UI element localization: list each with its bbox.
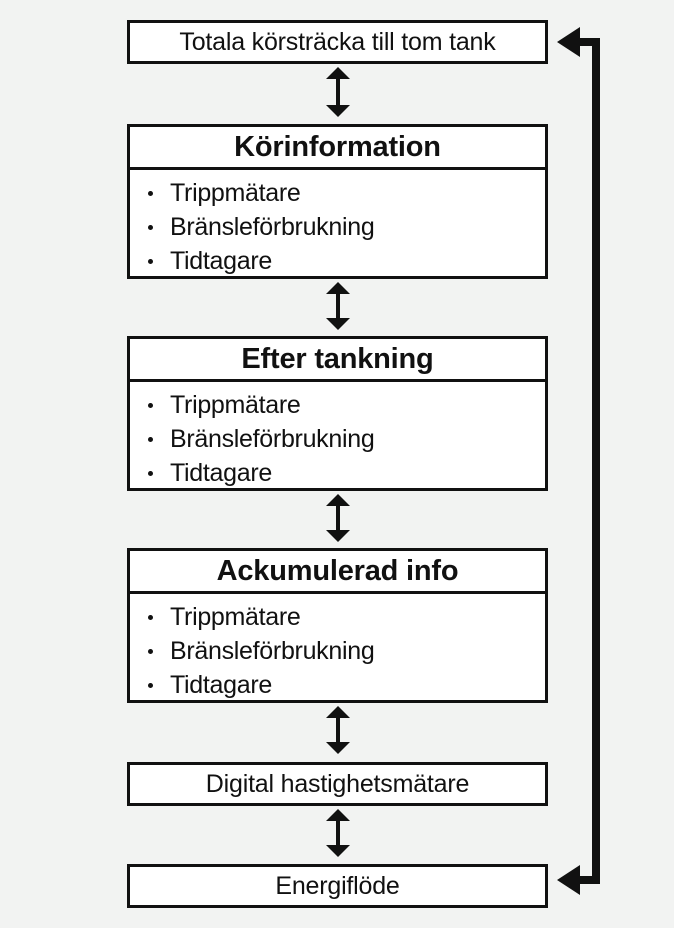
double-arrow-icon [326, 809, 350, 857]
list-item: Tidtagare [146, 456, 545, 490]
double-arrow-icon [326, 706, 350, 754]
box-digital-speedometer: Digital hastighetsmätare [127, 762, 548, 806]
list-item: Bränsleförbrukning [146, 210, 545, 244]
double-arrow-icon [326, 67, 350, 117]
speedometer-label: Digital hastighetsmätare [205, 769, 470, 798]
box-total-range: Totala körsträcka till tom tank [127, 20, 548, 64]
double-arrow-icon [326, 494, 350, 542]
double-arrow-icon [326, 282, 350, 330]
list-item: Trippmätare [146, 388, 545, 422]
energy-flow-label: Energiflöde [275, 871, 400, 900]
return-loop-arrow-icon [557, 27, 600, 895]
box-energy-flow: Energiflöde [127, 864, 548, 908]
list-item: Trippmätare [146, 600, 545, 634]
section-list-after-refuel: Trippmätare Bränsleförbrukning Tidtagare [130, 382, 545, 490]
section-title-accumulated: Ackumulerad info [130, 551, 545, 594]
list-item: Bränsleförbrukning [146, 634, 545, 668]
list-item: Bränsleförbrukning [146, 422, 545, 456]
list-item: Tidtagare [146, 668, 545, 702]
section-title-after-refuel: Efter tankning [130, 339, 545, 382]
section-accumulated: Ackumulerad info Trippmätare Bränsleförb… [127, 548, 548, 703]
list-item: Trippmätare [146, 176, 545, 210]
section-list-accumulated: Trippmätare Bränsleförbrukning Tidtagare [130, 594, 545, 702]
total-range-label: Totala körsträcka till tom tank [179, 27, 496, 56]
section-after-refuel: Efter tankning Trippmätare Bränsleförbru… [127, 336, 548, 491]
section-title-trip-info: Körinformation [130, 127, 545, 170]
section-list-trip-info: Trippmätare Bränsleförbrukning Tidtagare [130, 170, 545, 278]
list-item: Tidtagare [146, 244, 545, 278]
section-trip-info: Körinformation Trippmätare Bränsleförbru… [127, 124, 548, 279]
